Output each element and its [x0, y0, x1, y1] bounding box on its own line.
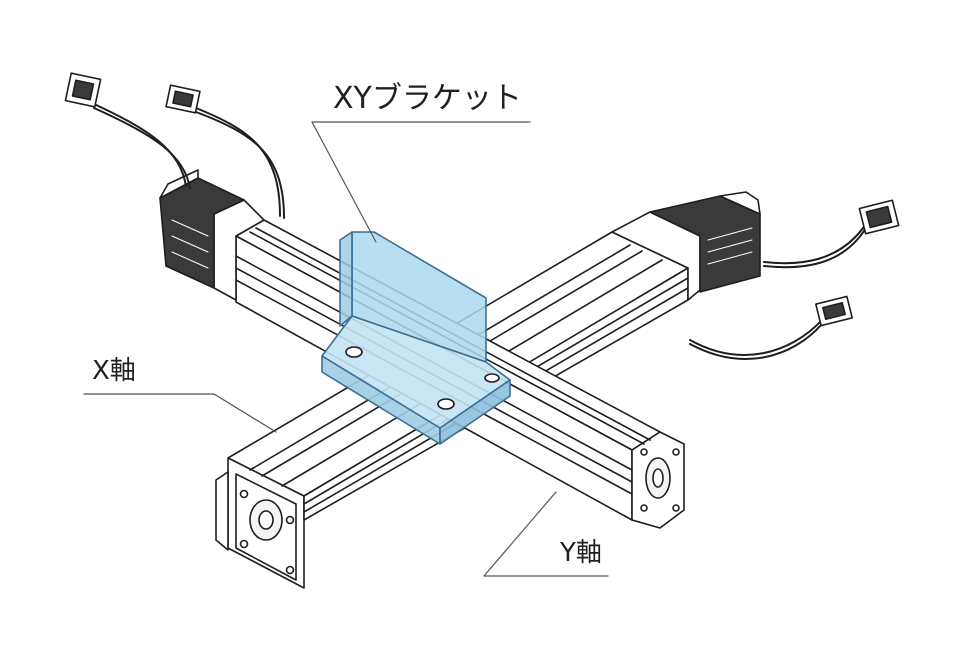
xy-bracket-hole — [437, 398, 455, 410]
x-axis-end-bearing-inner — [258, 510, 274, 530]
connector-pins — [172, 90, 194, 108]
y-axis-motor-fin — [171, 219, 209, 237]
cable — [195, 111, 285, 219]
x-axis-motor-fin — [707, 239, 753, 253]
leader-lines — [83, 121, 609, 577]
x-axis-end-screw — [239, 489, 249, 499]
y-axis-end-bearing-inner — [652, 468, 664, 488]
xy-bracket-hole — [345, 346, 363, 358]
xy-bracket-vertical-edge — [339, 231, 353, 327]
x-axis-end-screw — [285, 515, 295, 525]
y-axis-end-screw — [640, 504, 648, 512]
connector-pins — [71, 79, 95, 101]
leader-line-x-axis — [83, 393, 277, 433]
xy-bracket-hole — [484, 373, 500, 383]
y-axis-motor — [159, 169, 265, 301]
cable — [689, 319, 823, 356]
connectors — [64, 72, 900, 327]
y-axis-end-screw — [672, 504, 680, 512]
y-axis-motor-fin — [171, 251, 209, 269]
cable — [689, 323, 823, 360]
cable — [763, 223, 867, 265]
connector-pins — [865, 205, 893, 229]
cables — [93, 103, 867, 360]
cable — [763, 227, 867, 269]
x-axis-motor-fin — [707, 251, 753, 265]
y-axis-label: Y軸 — [560, 538, 602, 568]
connector-pins — [822, 301, 846, 321]
x-axis-label: X軸 — [92, 356, 136, 386]
x-axis-motor-cap — [719, 191, 761, 215]
y-axis-end-screw — [672, 448, 680, 456]
x-axis-motor — [611, 191, 761, 301]
cable — [93, 103, 187, 187]
leader-line-y-axis — [483, 491, 609, 577]
y-axis-end-screw — [640, 448, 648, 456]
cable — [93, 107, 191, 189]
bracket-label: XYブラケット — [333, 81, 522, 116]
x-axis-base — [215, 471, 229, 551]
xy-bracket-base-side — [439, 379, 511, 445]
x-axis-end-screw — [285, 565, 295, 575]
leader-line-bracket — [311, 121, 531, 243]
y-axis-motor-fin — [171, 235, 209, 253]
x-axis-end-screw — [239, 539, 249, 549]
x-axis-motor-fin — [707, 227, 753, 241]
